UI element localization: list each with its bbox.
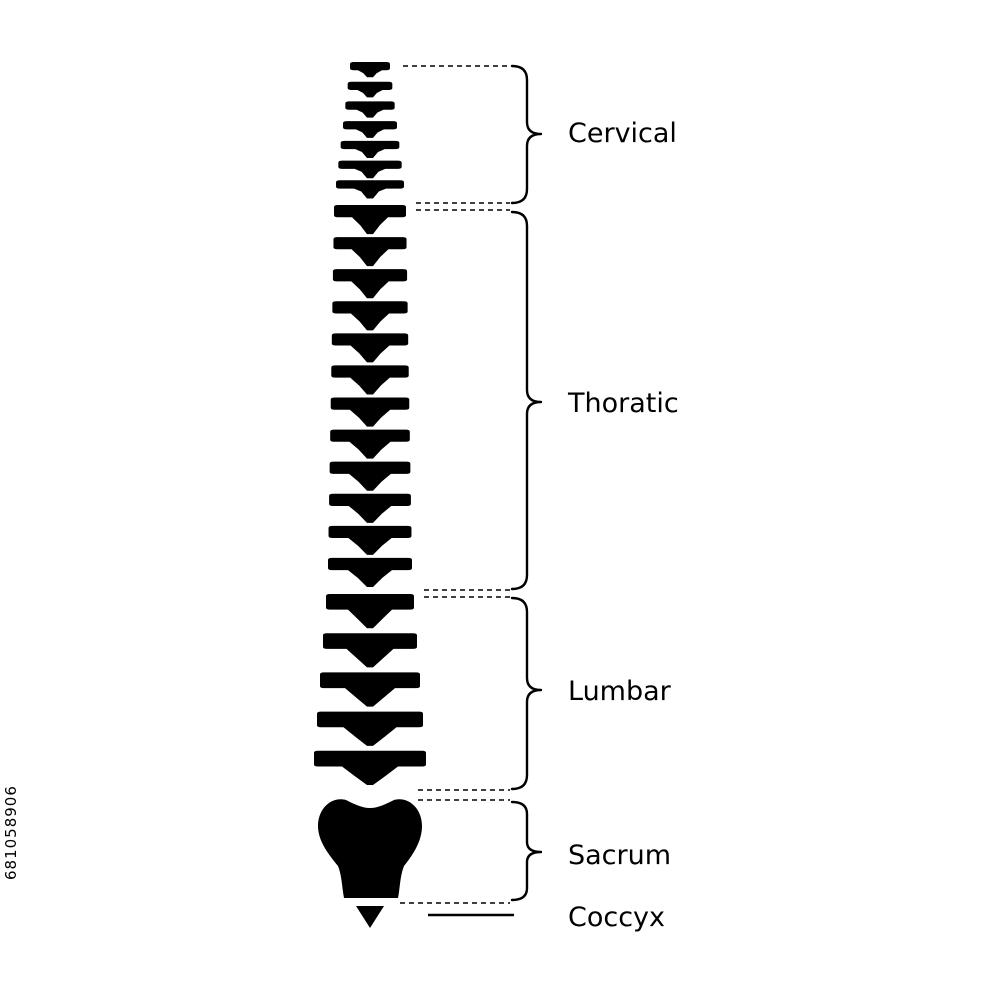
region-braces xyxy=(510,64,543,902)
vertebra-thoracic xyxy=(333,237,407,267)
vertebrae-column xyxy=(314,62,426,786)
vertebra-thoracic xyxy=(331,333,409,363)
vertebra-lumbar xyxy=(320,672,420,707)
brace-sacrum xyxy=(510,800,543,902)
vertebra-thoracic xyxy=(329,461,411,491)
vertebra-thoracic xyxy=(328,525,412,555)
vertebra-thoracic xyxy=(334,205,406,235)
vertebra-cervical xyxy=(336,180,404,199)
vertebra-cervical xyxy=(340,140,400,159)
vertebra-thoracic xyxy=(330,429,410,459)
vertebra-cervical xyxy=(345,101,395,118)
brace-thoracic xyxy=(510,210,543,591)
vertebra-cervical xyxy=(338,160,402,179)
label-thoracic: Thoratic xyxy=(568,388,679,419)
vertebra-thoracic xyxy=(330,397,410,427)
vertebra-lumbar xyxy=(326,594,414,629)
brace-lumbar xyxy=(510,596,543,791)
vertebra-thoracic xyxy=(332,269,408,299)
label-sacrum: Sacrum xyxy=(568,840,672,871)
vertebra-thoracic xyxy=(331,365,409,395)
vertebra-cervical xyxy=(347,81,393,98)
stock-id-text: 681058906 xyxy=(2,785,20,880)
vertebra-lumbar xyxy=(323,633,417,668)
vertebra-thoracic xyxy=(332,301,408,331)
coccyx-shape xyxy=(356,906,384,928)
brace-cervical xyxy=(510,64,543,205)
label-cervical: Cervical xyxy=(568,118,677,149)
vertebra-cervical xyxy=(350,62,390,78)
guide-lines xyxy=(400,65,510,904)
label-coccyx: Coccyx xyxy=(568,902,666,933)
sacrum-shape xyxy=(318,799,422,898)
vertebra-thoracic xyxy=(328,557,412,588)
vertebra-thoracic xyxy=(329,493,411,523)
vertebra-cervical xyxy=(343,121,397,138)
vertebra-lumbar xyxy=(314,750,426,786)
label-lumbar: Lumbar xyxy=(568,676,671,707)
vertebra-lumbar xyxy=(317,711,423,746)
